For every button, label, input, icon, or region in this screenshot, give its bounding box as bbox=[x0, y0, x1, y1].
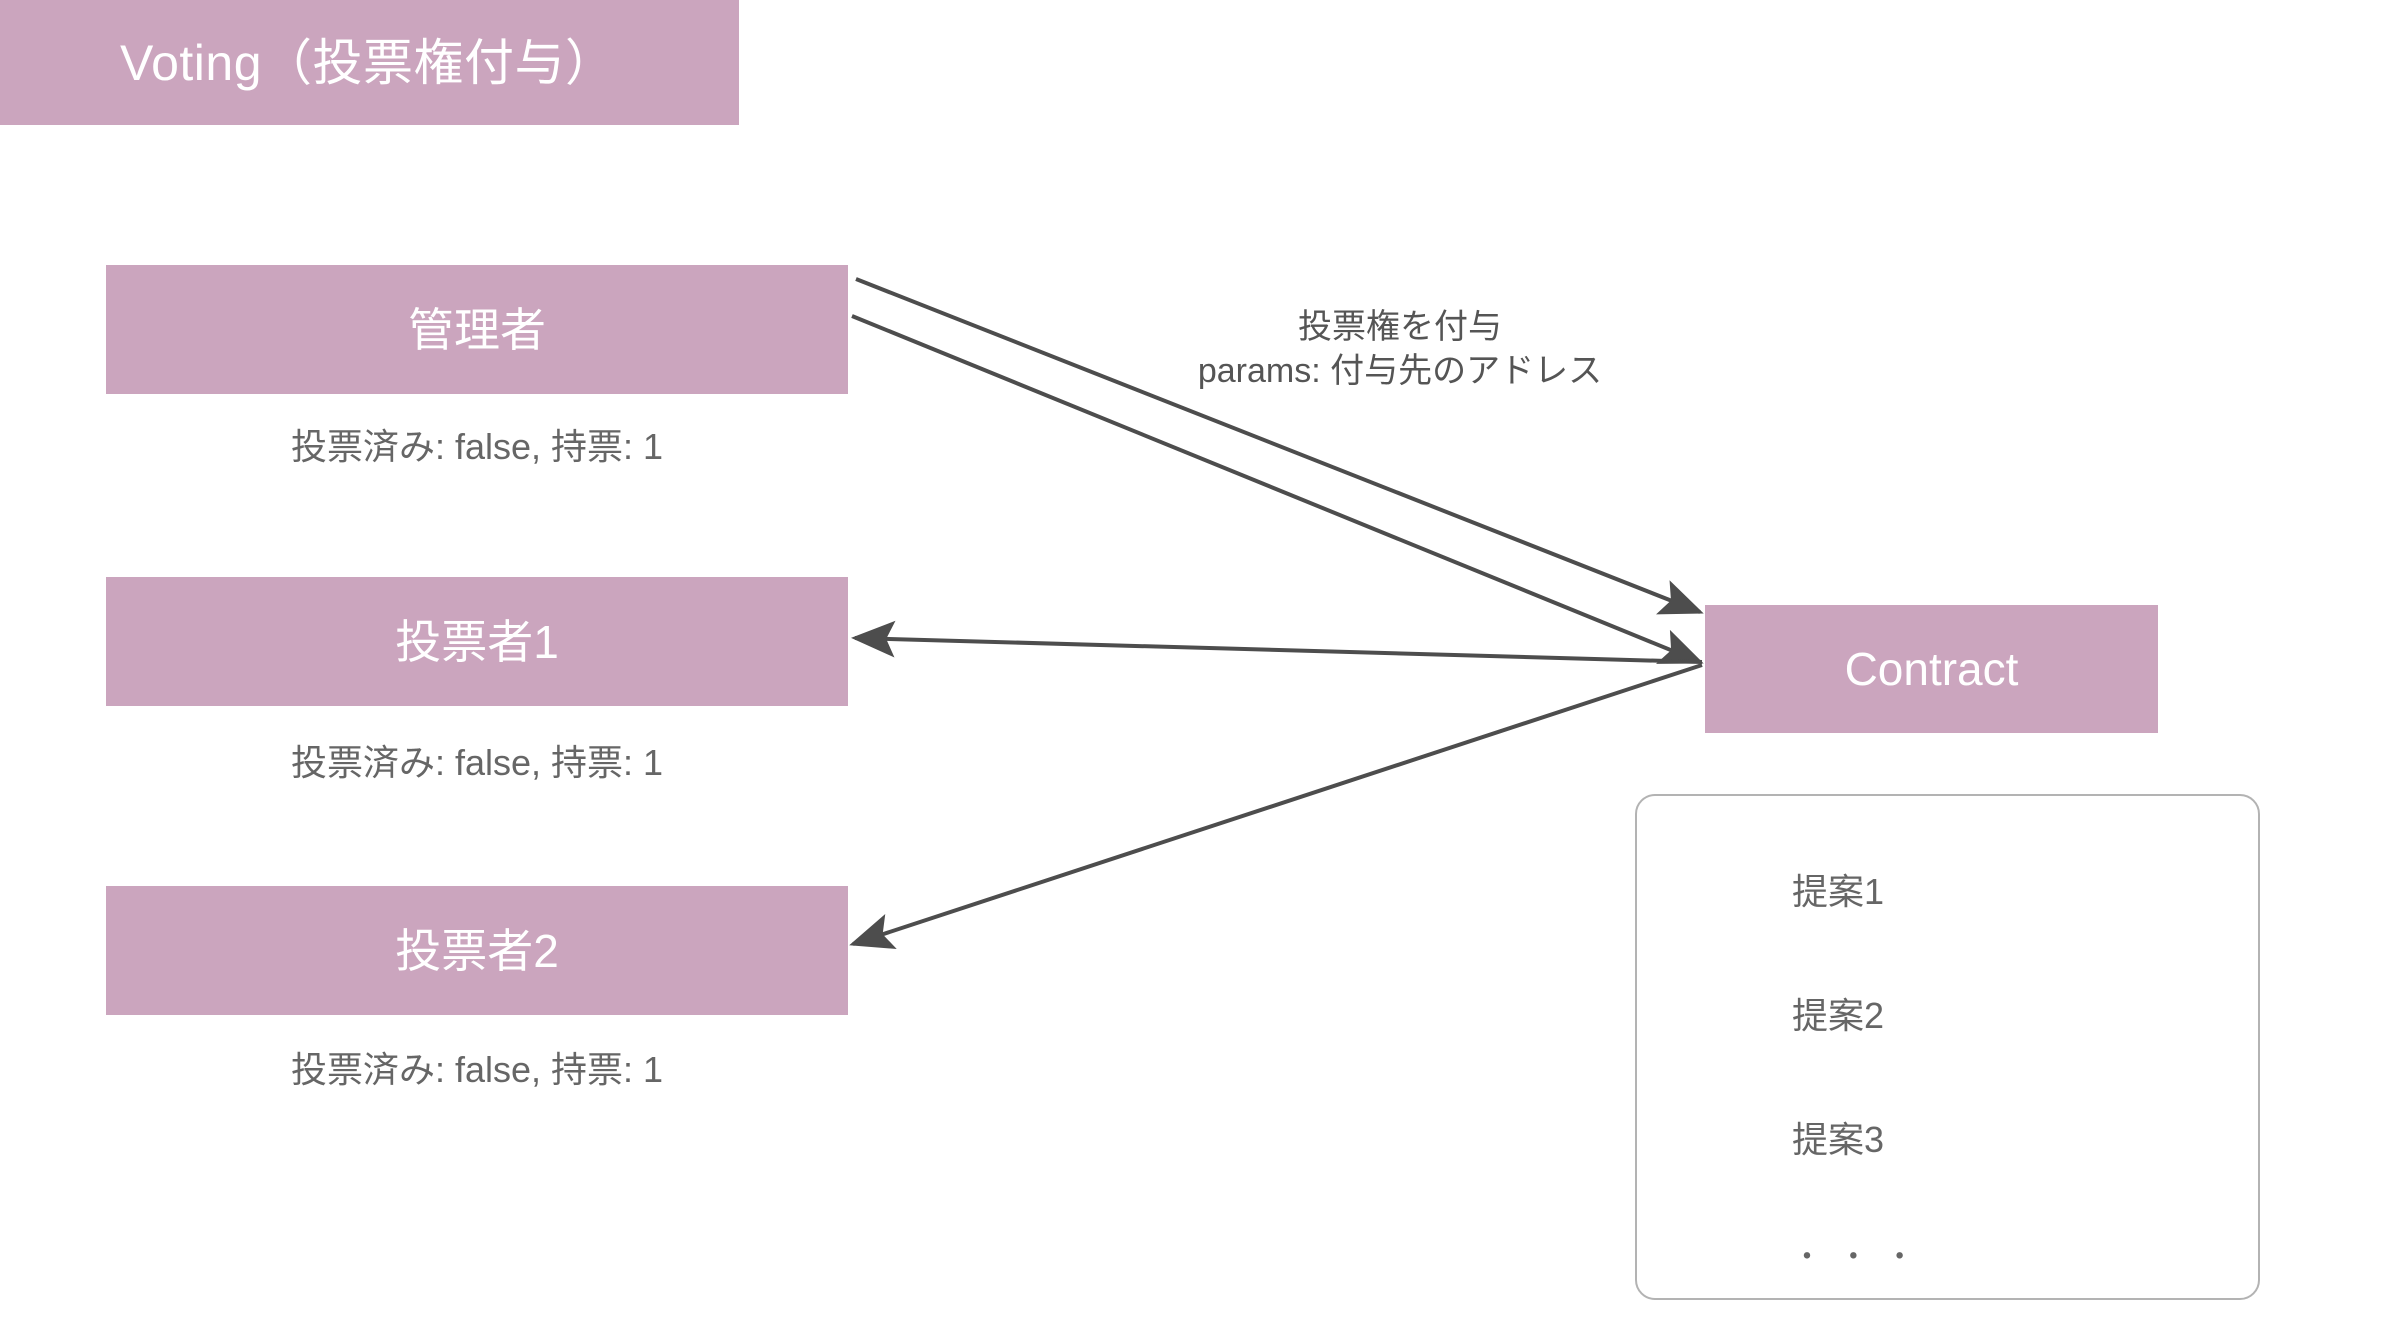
proposal-item: 提案3 bbox=[1792, 1119, 1885, 1160]
page-title: Voting（投票権付与） bbox=[120, 34, 616, 91]
edge-label-grant-vote: 投票権を付与 params: 付与先のアドレス bbox=[1140, 305, 1660, 393]
node-admin-state: 投票済み: false, 持票: 1 bbox=[290, 426, 664, 467]
node-contract[interactable]: Contract bbox=[1705, 605, 2158, 733]
node-voter2-label: 投票者2 bbox=[395, 924, 559, 977]
node-voter1[interactable]: 投票者1 bbox=[106, 577, 848, 706]
node-voter1-label: 投票者1 bbox=[395, 615, 559, 668]
arrow-contract-to-voter2 bbox=[849, 663, 1703, 949]
proposal-item: 提案1 bbox=[1792, 871, 1885, 912]
proposals-panel: 提案1 提案2 提案3 ・ ・ ・ bbox=[1635, 794, 2260, 1300]
node-contract-label: Contract bbox=[1844, 643, 2019, 695]
node-admin[interactable]: 管理者 bbox=[106, 265, 848, 394]
node-admin-label: 管理者 bbox=[408, 303, 546, 356]
node-voter2[interactable]: 投票者2 bbox=[106, 886, 848, 1015]
edge-label-line-1: 投票権を付与 bbox=[1298, 308, 1502, 346]
diagram-title-bar: Voting（投票権付与） bbox=[0, 0, 739, 125]
proposal-item: 提案2 bbox=[1792, 995, 1885, 1036]
node-voter2-state: 投票済み: false, 持票: 1 bbox=[290, 1049, 664, 1090]
arrow-contract-to-voter1 bbox=[851, 620, 1703, 664]
proposal-item-ellipsis: ・ ・ ・ bbox=[1792, 1241, 1919, 1274]
edge-label-line-2: params: 付与先のアドレス bbox=[1197, 352, 1603, 391]
node-voter1-state: 投票済み: false, 持票: 1 bbox=[290, 742, 664, 783]
